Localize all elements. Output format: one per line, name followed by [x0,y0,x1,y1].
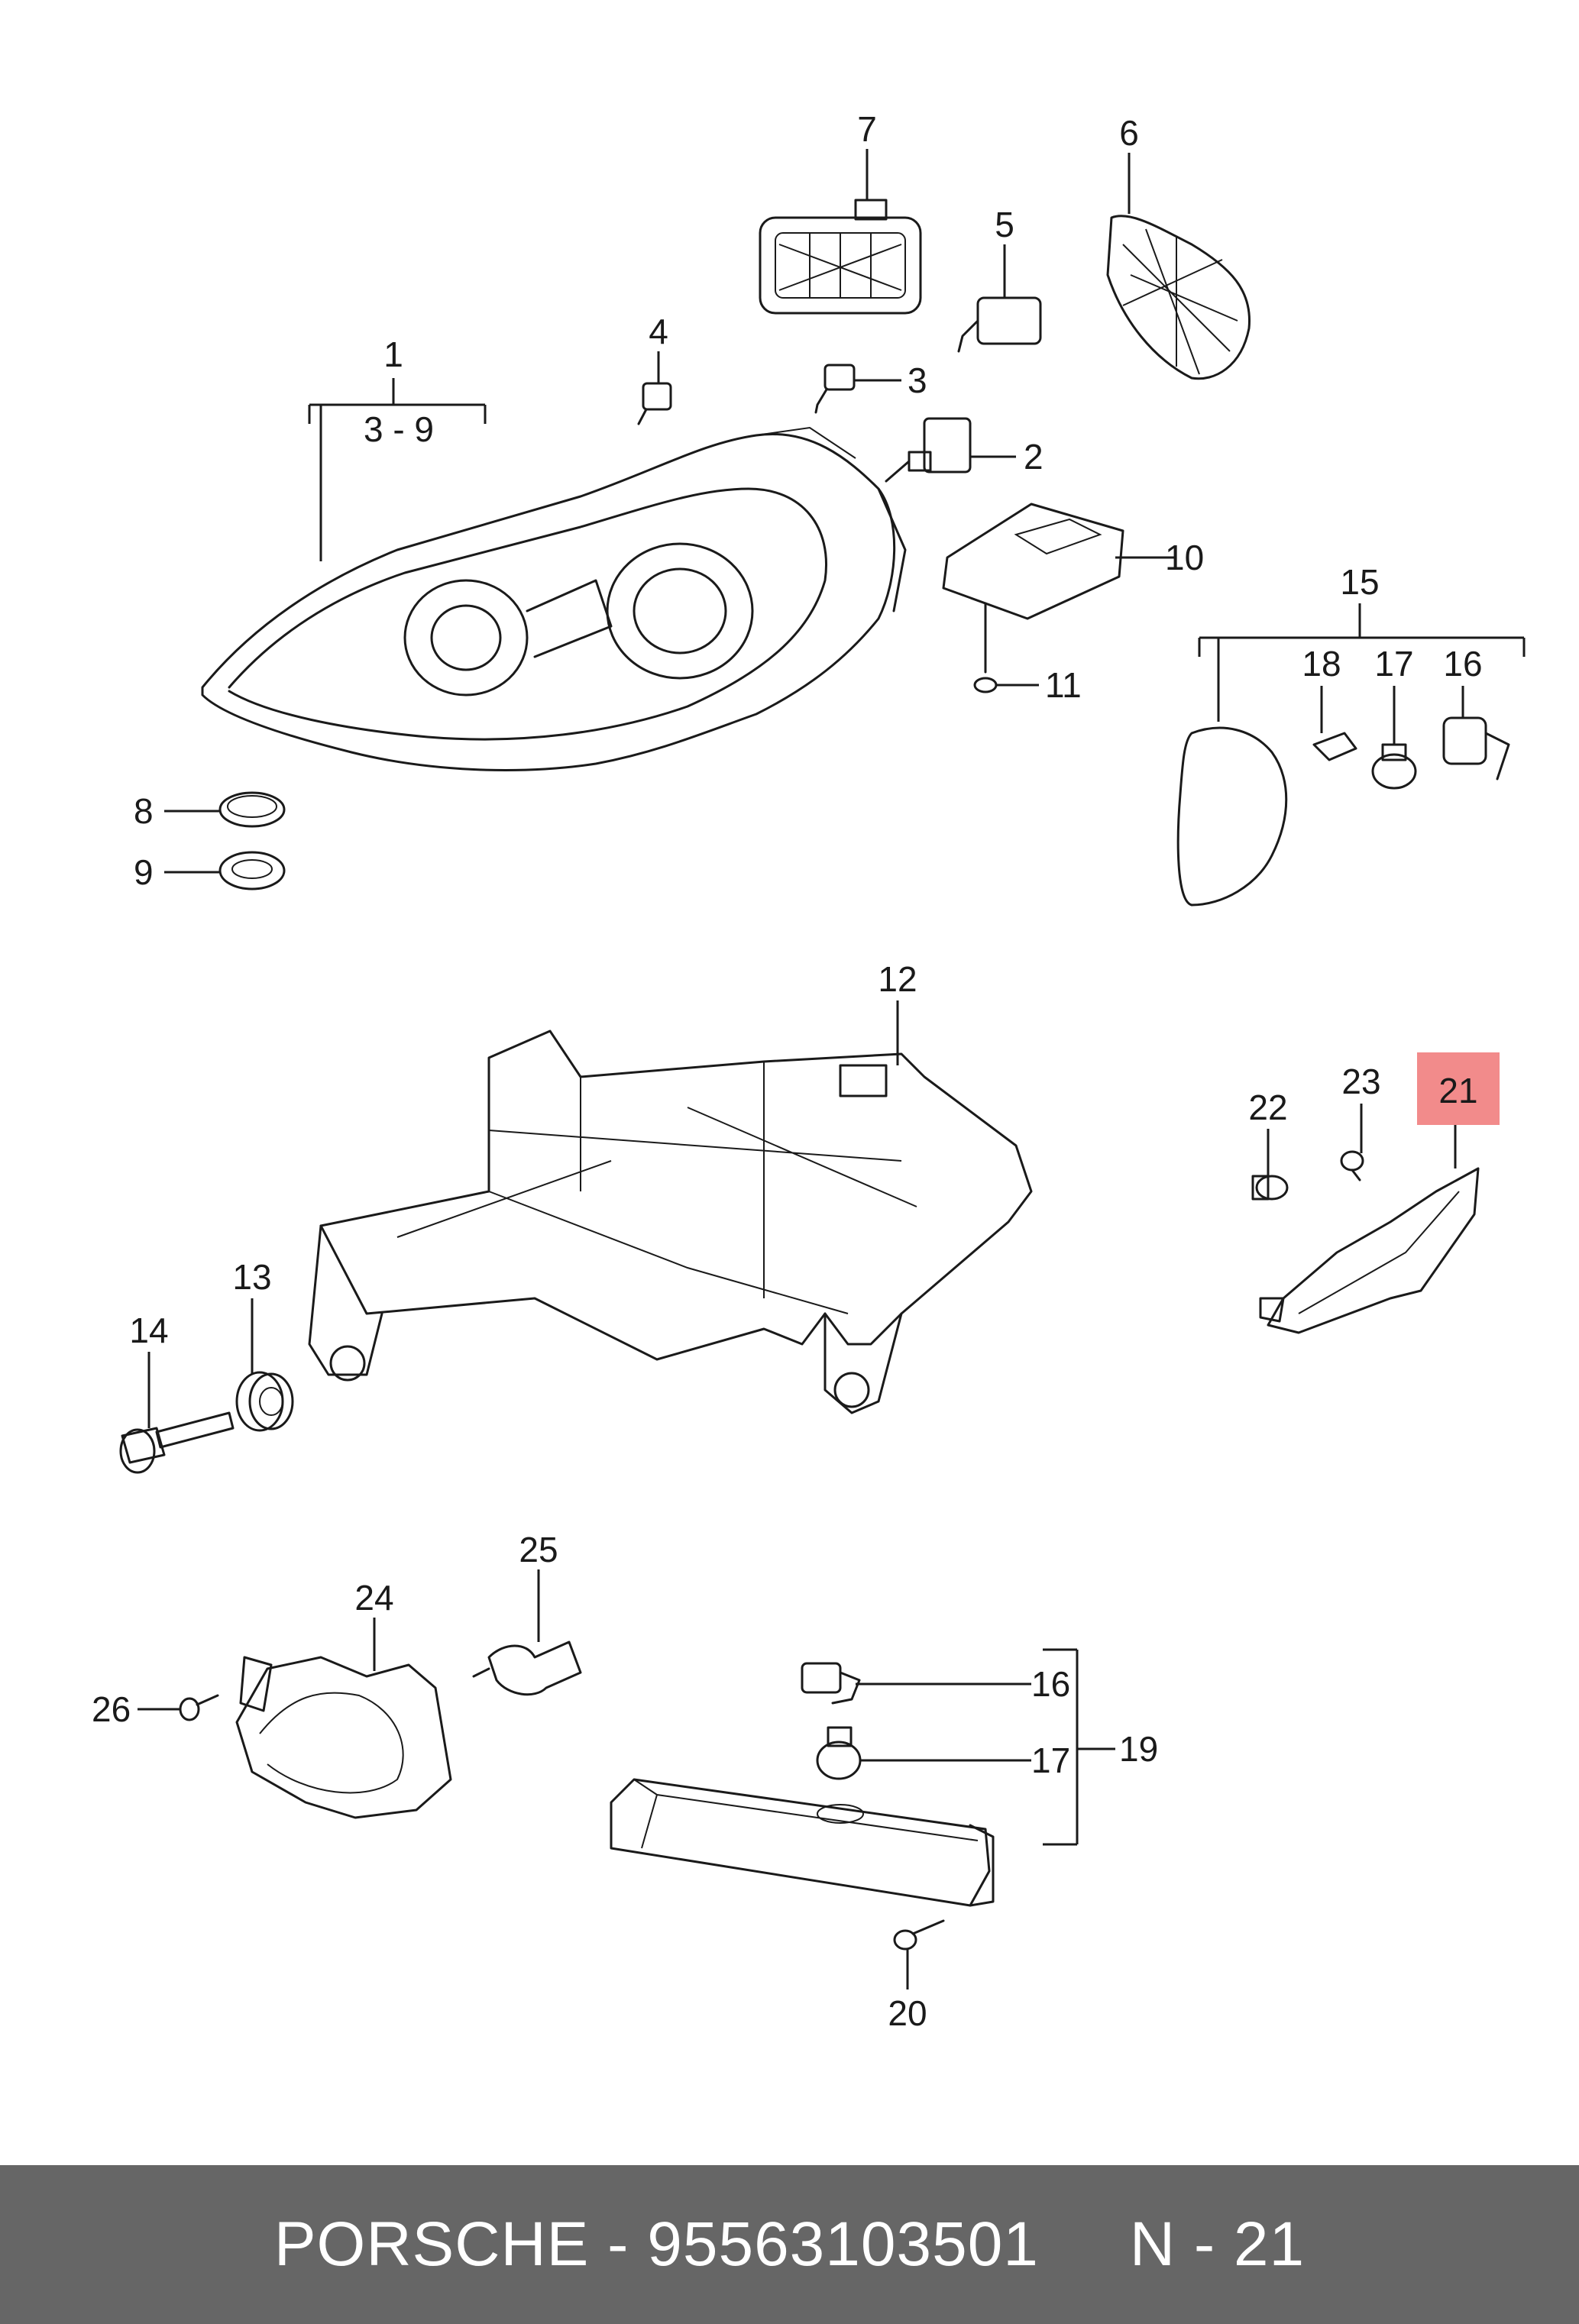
callout-5: 5 [995,205,1014,244]
cap-8 [218,791,286,828]
control-unit [942,503,1124,620]
callout-26: 26 [92,1689,131,1729]
callout-15-bracket [1198,603,1526,722]
bulb-22 [1251,1175,1289,1201]
footer-separator: - [589,2209,648,2279]
leveling-motor [957,296,1042,353]
callout-18: 18 [1302,644,1341,684]
footer-bar: PORSCHE - 95563103501 N - 21 [0,2165,1579,2324]
bulb-17b [816,1726,862,1780]
footer-brand: PORSCHE [273,2209,590,2279]
callout-14: 14 [129,1311,168,1350]
rear-cover [759,199,922,315]
grille [1106,215,1251,380]
callout-21: 21 [1438,1071,1477,1110]
screw-20 [893,1919,945,1951]
callout-23: 23 [1341,1062,1380,1101]
screw-23 [1340,1150,1364,1181]
headlight-assembly [201,426,907,771]
bulb-17a [1371,743,1417,790]
bulb-holder-18 [1312,732,1357,761]
callout-12: 12 [878,959,917,999]
callout-11: 11 [1045,665,1082,705]
socket-16b [801,1662,861,1705]
callout-7: 7 [857,109,877,149]
socket-16a [1442,716,1510,781]
footer-page-ref: N - 21 [1129,2209,1306,2279]
bulb-3 [814,364,856,414]
callout-9: 9 [134,852,154,892]
side-light-housing [1176,726,1288,907]
callout-3: 3 [908,360,927,400]
callout-15: 15 [1340,562,1379,602]
callout-16a: 16 [1443,644,1482,684]
callout-22: 22 [1248,1088,1287,1127]
callout-16b: 16 [1031,1664,1070,1704]
callout-25: 25 [519,1530,558,1569]
callout-24: 24 [354,1578,393,1618]
footer-gap [1039,2209,1130,2280]
seal-ring-9 [218,851,286,890]
fog-light-housing [235,1656,452,1819]
callout-10: 10 [1165,538,1204,577]
callout-17b: 17 [1031,1741,1070,1780]
screw-11 [973,602,998,693]
screw-26 [179,1694,219,1721]
xenon-bulb [885,417,972,483]
bulb-4 [637,382,672,425]
callout-6: 6 [1119,113,1139,153]
callout-8: 8 [134,791,154,831]
callout-2: 2 [1024,437,1043,477]
callout-13: 13 [232,1257,271,1297]
side-marker-light [610,1778,995,1907]
parts-diagram: 1 3 - 9 2 3 4 5 7 6 [92,109,1526,2033]
callout-19-bracket [1043,1648,1115,1846]
callout-17a: 17 [1374,644,1413,684]
callout-1-range: 3 - 9 [364,409,434,449]
callout-1-bracket [308,378,487,561]
callout-20: 20 [888,1993,927,2033]
bolt-14 [119,1411,235,1474]
callout-1: 1 [383,335,403,374]
footer-part-number: 95563103501 [647,2209,1039,2279]
bushing-13 [235,1371,294,1432]
callout-4: 4 [649,312,668,351]
callout-21-highlight [1417,1052,1500,1125]
daytime-running-light [1259,1167,1480,1334]
bulb-25 [472,1640,582,1696]
callout-19: 19 [1119,1729,1158,1769]
headlight-carrier [308,1029,1033,1414]
